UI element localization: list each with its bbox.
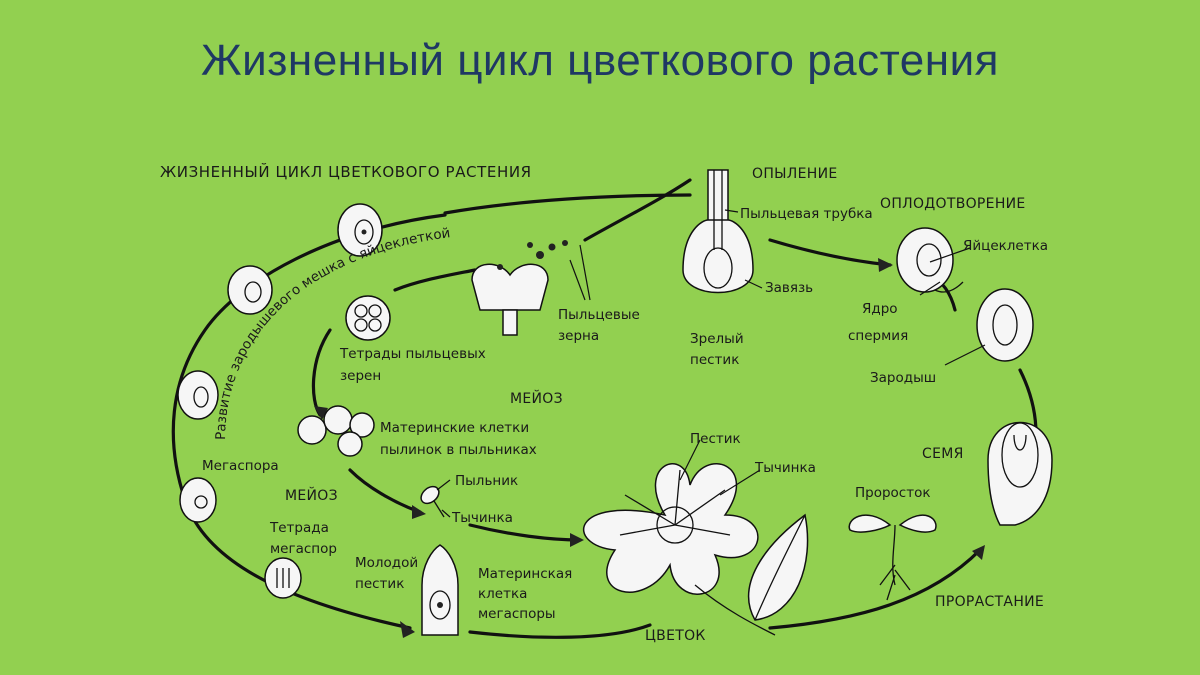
- pollination-label: ОПЫЛЕНИЕ: [752, 166, 838, 182]
- flower-drawing: [582, 463, 809, 636]
- arrowhead: [878, 258, 893, 272]
- meiosis-bottom-label: МЕЙОЗ: [285, 486, 338, 504]
- seed-label: СЕМЯ: [922, 446, 964, 462]
- seedling-label: Проросток: [855, 485, 931, 501]
- pollen-tetrad-drawing: [345, 295, 391, 341]
- pistil-label: Пестик: [690, 431, 741, 447]
- megaspore-tetrad-label-2: мегаспор: [270, 541, 337, 557]
- mother-cells-label-2: пылинок в пыльниках: [380, 442, 537, 458]
- pollen-tetrads-label-1: Тетрады пыльцевых: [339, 346, 486, 362]
- bottom-right-arrow: [768, 548, 982, 630]
- ovary-label: Завязь: [765, 280, 813, 296]
- arrowhead: [972, 545, 985, 560]
- megaspore-tetrad-drawing: [264, 557, 302, 599]
- young-pistil-label-2: пестик: [355, 576, 404, 592]
- mother-cells-label-1: Материнские клетки: [380, 420, 529, 436]
- pollen-to-pistil-arrow: [583, 178, 692, 242]
- sperm-nucleus-label-2: спермия: [848, 328, 908, 344]
- megaspore-mother-label-3: мегаспоры: [478, 606, 556, 622]
- pistil-to-fert-arrow: [768, 238, 892, 267]
- slide-title: Жизненный цикл цветкового растения: [201, 36, 999, 85]
- top-arrow: [443, 193, 692, 215]
- fertilized-ovule-drawing: [896, 227, 964, 293]
- outer-loop-arrow: [171, 213, 447, 630]
- fertilization-label: ОПЛОДОТВОРЕНИЕ: [880, 196, 1026, 212]
- ovule-drawing: [227, 265, 273, 315]
- stamen-to-flower-arrow: [468, 523, 582, 542]
- sperm-nucleus-label-1: Ядро: [862, 301, 898, 317]
- megaspore-mother-label-2: клетка: [478, 586, 527, 602]
- pollen-grains-label-2: зерна: [558, 328, 599, 344]
- pollen-tube-label: Пыльцевая трубка: [740, 206, 873, 222]
- embryo-label: Зародыш: [870, 370, 936, 386]
- germination-label: ПРОРАСТАНИЕ: [935, 594, 1044, 610]
- bottom-arrow: [468, 623, 652, 639]
- arrowhead: [412, 505, 426, 519]
- seedling-drawing: [848, 514, 937, 601]
- egg-cell-label: Яйцеклетка: [963, 238, 1048, 254]
- inner-arrow: [311, 328, 332, 417]
- pollen-tetrads-label-2: зерен: [340, 368, 381, 384]
- inner-bottom-arrow: [348, 468, 422, 514]
- flower-label: ЦВЕТОК: [645, 628, 706, 644]
- arrowhead: [570, 533, 584, 547]
- young-pistil-drawing: [421, 544, 459, 636]
- anther-label: Пыльник: [455, 473, 518, 489]
- megaspore-label: Мегаспора: [202, 458, 279, 474]
- cycle-arrows: [171, 178, 1038, 639]
- pollen-mother-cells-drawing: [297, 405, 375, 457]
- mature-pistil-label-1: Зрелый: [690, 331, 744, 347]
- pointer-lines: [436, 209, 986, 518]
- diagram-heading: ЖИЗНЕННЫЙ ЦИКЛ ЦВЕТКОВОГО РАСТЕНИЯ: [160, 162, 532, 181]
- mature-pistil-drawing: [682, 169, 754, 294]
- arrowhead: [314, 406, 328, 420]
- seed-drawing: [987, 421, 1053, 526]
- stamen-small-label: Тычинка: [451, 510, 513, 526]
- ovule-drawing: [337, 203, 383, 257]
- pollen-grains-label-1: Пыльцевые: [558, 307, 640, 323]
- inner-top-arrow: [393, 268, 477, 292]
- meiosis-top-label: МЕЙОЗ: [510, 389, 563, 407]
- young-pistil-label-1: Молодой: [355, 555, 418, 571]
- megaspore-mother-label-1: Материнская: [478, 566, 572, 582]
- megaspore-tetrad-label-1: Тетрада: [269, 520, 329, 536]
- anther-with-pollen-drawing: [471, 240, 568, 336]
- stamen-flower-label: Тычинка: [754, 460, 816, 476]
- mature-pistil-label-2: пестик: [690, 352, 739, 368]
- anther-drawing: [420, 485, 445, 518]
- ovule-drawings-left: [177, 203, 383, 599]
- ovule-drawing: [177, 370, 219, 420]
- ovule-drawing: [179, 477, 217, 523]
- arrowhead: [400, 621, 415, 638]
- embryo-ovule-drawing: [976, 288, 1034, 362]
